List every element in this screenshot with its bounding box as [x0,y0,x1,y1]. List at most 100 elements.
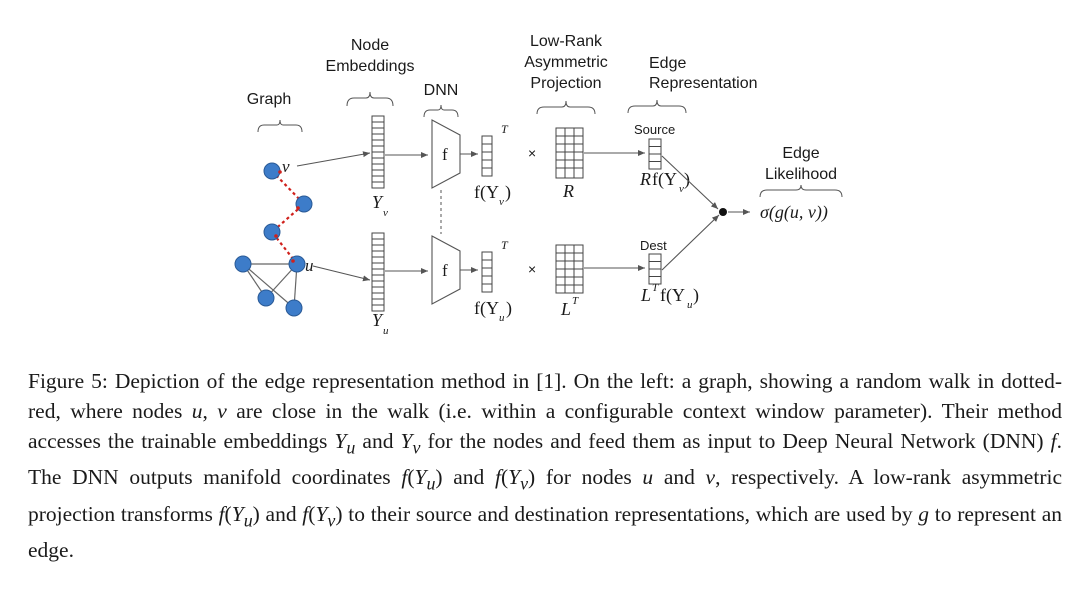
projection-brace [536,100,596,115]
projection-label-line3: Projection [530,75,601,92]
graph-node [285,299,303,317]
math-v: v [217,399,227,423]
figure-label: Figure 5: [28,369,108,393]
caption-text: and [355,429,401,453]
math-paren: ) [528,465,536,490]
dnn-f-label-v: f [442,145,448,164]
math-Y: Y [334,429,347,453]
math-subscript: u [426,473,436,494]
math-subscript: u [346,437,356,458]
projection-matrix-L [555,244,584,294]
dest-vector [648,253,662,285]
math-paren: ( [224,501,232,526]
node-embeddings-label-line1: Node [351,37,389,54]
math-subscript: v [520,473,529,494]
projection-matrix-R [555,127,584,179]
dnn-f-label-u: f [442,261,448,280]
edge-likelihood-label-line1: Edge [782,145,819,162]
math-Y: Y [508,465,521,490]
edge-likelihood-label-line2: Likelihood [765,166,837,183]
figure-caption: Figure 5: Depiction of the edge represen… [28,366,1062,565]
arrow-source-to-combine [661,155,719,210]
dnn-block-v [431,119,461,189]
dest-expr-L: L [640,285,651,305]
caption-text: , [202,399,218,423]
edge-representation-diagram: Graph Node Embeddings DNN Low-Rank Asymm… [234,33,843,337]
math-f: f [302,501,309,526]
math-paren: ) [252,501,260,526]
fy-u-label: f(Y [474,298,499,319]
graph-node [257,289,275,307]
math-v: v [705,465,716,490]
node-v-label: v [282,157,290,176]
math-f: f [401,465,408,490]
dest-expr-f: f(Y [660,285,685,306]
combine-node [719,208,727,216]
edge-representation-label-line1: Edge [649,55,686,72]
node-embeddings-brace [346,91,394,107]
transpose-v: T [501,122,509,136]
math-u: u [642,465,654,490]
caption-text: and [653,465,706,490]
graph-node [263,223,281,241]
caption-text: for the nodes and feed them as input to … [420,429,1051,453]
dnn-output-vector-u [481,251,493,293]
graph-brace [257,119,303,133]
edge-representation-label-line2: Representation [649,75,758,92]
caption-text: Depiction of the edge representation met… [28,369,1063,423]
source-vector [648,138,662,170]
math-f: f [218,501,225,526]
dnn-block-u [431,235,461,305]
caption-text: to their source and destination represen… [342,501,919,526]
fy-u-close: ) [506,298,512,319]
math-Y: Y [231,501,244,526]
math-paren: ( [500,465,509,490]
dnn-brace [423,104,459,118]
arrow-graph-to-embedding-u [312,265,371,282]
caption-text: . The DNN outputs manifold coordinates [28,429,1062,490]
fy-v-label: f(Y [474,182,499,203]
graph-nodes [234,162,313,317]
graph-node [234,255,252,273]
dest-label: Dest [640,238,667,253]
matrix-L-superscript: T [572,295,579,307]
math-subscript: v [412,437,421,458]
projection-label-line2: Asymmetric [524,54,608,71]
source-expr-R: R [639,169,651,189]
math-paren: ( [308,501,316,526]
math-f: f [494,465,501,490]
dnn-label: DNN [424,82,459,99]
caption-text: for nodes [535,465,643,490]
likelihood-expression: σ(g(u, v)) [760,202,828,223]
math-u: u [191,399,203,423]
math-g: g [918,501,930,526]
times-sign-v: × [528,145,536,161]
fy-v-close: ) [505,182,511,203]
times-sign-u: × [528,261,536,277]
caption-text: and [442,465,495,490]
math-paren: ) [435,465,443,490]
math-subscript: v [327,509,336,530]
source-expr-subscript: v [679,183,684,195]
edge-representation-brace [627,99,687,114]
walk-dots [274,170,300,263]
embedding-v-label: Y [372,192,384,212]
node-v [263,162,281,180]
source-label: Source [634,122,675,137]
embedding-u-label: Y [372,310,384,330]
math-Y: Y [414,465,427,490]
node-u [288,255,306,273]
dest-expr-subscript: u [687,299,693,311]
dest-expr-superscript: T [652,282,659,294]
caption-text: to represent an edge. [28,501,1063,562]
caption-text: and [259,501,303,526]
graph-label: Graph [247,91,291,108]
node-u-label: u [305,256,314,275]
matrix-R-label: R [562,181,574,201]
math-Y: Y [400,429,413,453]
math-f: f [1050,429,1057,453]
embedding-u-subscript: u [383,325,389,337]
math-paren: ( [407,465,415,490]
random-walk [270,170,306,265]
